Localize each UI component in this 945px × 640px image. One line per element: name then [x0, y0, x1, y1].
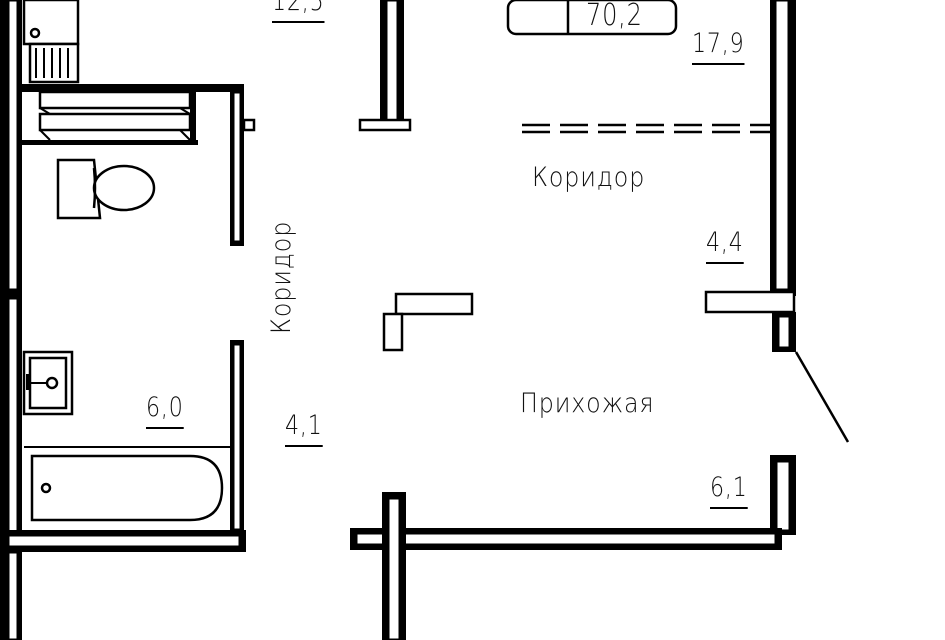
room-name-corridor-2: Коридор [266, 220, 297, 334]
room-area-hallway: 6,1 [710, 472, 748, 509]
bath-right-wall-upper-inner [231, 90, 243, 244]
toilet-bowl [92, 164, 156, 212]
kitchen-wall-vert [190, 84, 196, 145]
left-wall-inner-upper [6, 0, 20, 292]
bottom-wall-center-inner [354, 531, 778, 547]
living-area-box [506, 0, 678, 36]
kitchen-wall [22, 84, 242, 92]
room-name-corridor-1: Коридор [532, 162, 646, 193]
room-area-corridor-2: 4,1 [285, 410, 323, 447]
left-wall-inner-lower [6, 296, 20, 535]
left-wall-inner-bottom [6, 550, 20, 640]
living-area-label: 17,9 [692, 28, 745, 65]
toilet-tank [56, 158, 102, 220]
kitchen-shelf-top [38, 90, 192, 110]
bottom-center-vertical-wall-inner [386, 496, 402, 640]
bath-door-stub [242, 118, 256, 132]
bathroom-area-label: 6,0 [146, 392, 184, 429]
kitchen-area-label: 12,5 [272, 0, 325, 23]
stove [22, 0, 80, 46]
right-wall-upper-inner [773, 0, 791, 292]
sink-ribbed [28, 42, 80, 84]
room-name-hallway: Прихожая [520, 388, 655, 419]
partition-horizontal [394, 292, 474, 316]
right-wall-lower-inner [774, 459, 792, 533]
kitchen-wall-lower [22, 140, 198, 145]
kitchen-shelf-bottom [38, 112, 192, 132]
bathtub [30, 454, 224, 522]
bottom-wall-left-inner [6, 533, 242, 549]
total-area-label: 70,2 [586, 0, 643, 33]
entrance-door-swing [794, 351, 850, 443]
partition-vertical [382, 312, 404, 352]
right-door-jamb-top [704, 290, 796, 314]
top-center-wall-inner [384, 0, 400, 126]
bath-right-wall-lower-inner [231, 342, 243, 532]
room-area-corridor-1: 4,4 [706, 227, 744, 264]
